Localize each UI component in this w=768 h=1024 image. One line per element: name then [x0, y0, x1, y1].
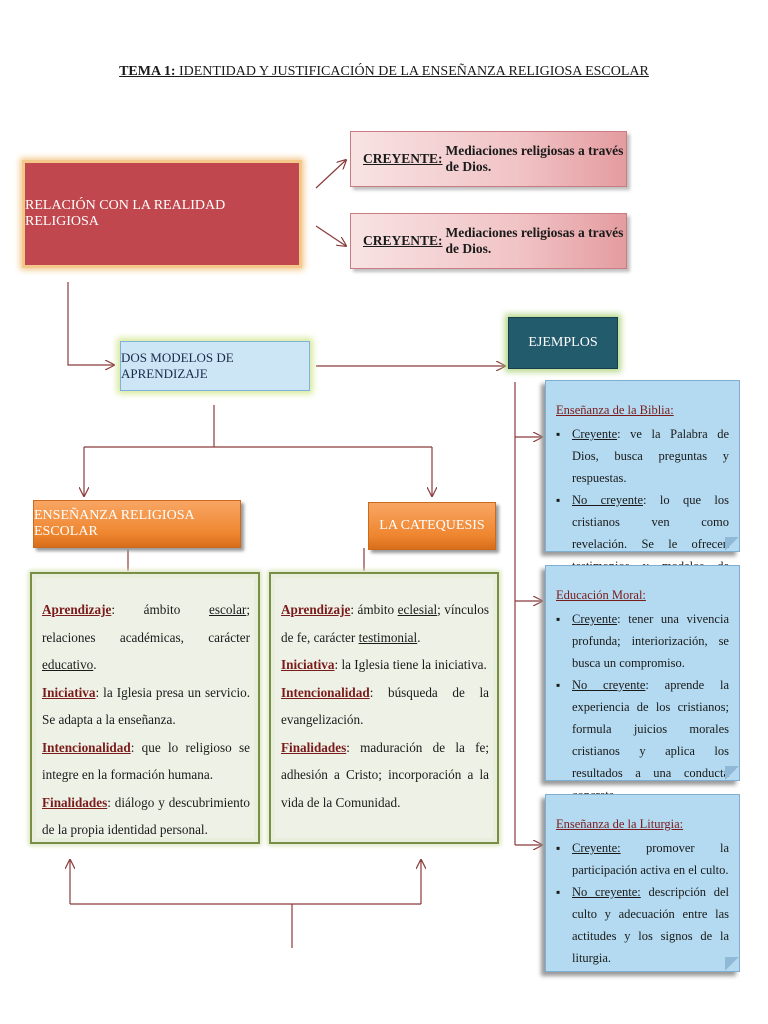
iniciativa-keyword: Iniciativa	[281, 657, 335, 672]
intencionalidad-keyword: Intencionalidad	[281, 684, 370, 700]
entry-text: : que lo religioso se integre en la form…	[42, 739, 250, 783]
example-liturgia-box: Enseñanza de la Liturgia: Creyente: prom…	[545, 794, 740, 972]
page-curl-icon	[725, 766, 739, 780]
creyente-box-2: CREYENTE: Mediaciones religiosas a travé…	[350, 213, 627, 269]
entry-text: escolar	[208, 602, 247, 617]
page-title: TEMA 1: IDENTIDAD Y JUSTIFICACIÓN DE LA …	[0, 64, 768, 80]
example-biblia-box: Enseñanza de la Biblia: Creyente: ve la …	[545, 380, 740, 595]
entry-text: testimonial	[358, 629, 418, 645]
title-text: IDENTIDAD Y JUSTIFICACIÓN DE LA ENSEÑANZ…	[175, 64, 649, 79]
arrow-to-dos-modelos	[67, 282, 114, 365]
iniciativa-entry: Iniciativa: la Iglesia tiene la iniciati…	[281, 651, 489, 679]
relacion-label: RELACIÓN CON LA REALIDAD RELIGIOSA	[25, 198, 226, 229]
item-text: : tener una vivencia profunda; interiori…	[572, 612, 729, 670]
creyente-keyword: CREYENTE:	[363, 151, 443, 166]
list-item: Creyente: promover la participación acti…	[556, 837, 729, 881]
entry-text: : maduración de la fe; adhesión a Cristo…	[281, 739, 489, 810]
list-item: No creyente: descripción del culto y ade…	[556, 881, 730, 969]
item-keyword: Creyente	[572, 427, 618, 441]
relacion-box: RELACIÓN CON LA REALIDAD RELIGIOSA	[22, 160, 302, 268]
finalidades-keyword: Finalidades	[42, 794, 108, 810]
item-keyword: No creyente	[572, 678, 646, 692]
entry-text: : búsqueda de la evangelización.	[281, 684, 489, 728]
creyente-box-1: CREYENTE: Mediaciones religiosas a travé…	[350, 131, 627, 187]
title-label: TEMA 1:	[119, 64, 176, 79]
item-keyword: No creyente	[572, 493, 643, 507]
ejemplos-box: EJEMPLOS	[508, 317, 618, 369]
finalidades-keyword: Finalidades	[281, 739, 347, 755]
iniciativa-entry: Iniciativa: la Iglesia presa un servicio…	[42, 679, 250, 734]
aprendizaje-entry: Aprendizaje: ámbito escolar; relaciones …	[42, 596, 250, 679]
aprendizaje-keyword: Aprendizaje	[42, 602, 112, 617]
item-keyword: No creyente:	[572, 885, 641, 899]
entry-text: educativo	[42, 657, 94, 672]
example-list: Creyente: tener una vivencia profunda; i…	[556, 608, 729, 806]
ere-detail-box: Aprendizaje: ámbito escolar; relaciones …	[30, 572, 260, 844]
entry-text: .	[417, 629, 421, 645]
finalidades-entry: Finalidades: maduración de la fe; adhesi…	[281, 734, 489, 817]
entry-text: .	[93, 657, 97, 672]
example-heading: Enseñanza de la Liturgia:	[556, 817, 684, 831]
entry-text: : la Iglesia presa un servicio. Se adapt…	[42, 684, 250, 728]
aprendizaje-keyword: Aprendizaje	[281, 602, 351, 617]
entry-text: : la Iglesia tiene la iniciativa.	[334, 657, 487, 672]
creyente-keyword: CREYENTE:	[363, 233, 443, 248]
aprendizaje-entry: Aprendizaje: ámbito eclesial; vínculos d…	[281, 596, 489, 651]
ere-box: ENSEÑANZA RELIGIOSA ESCOLAR	[33, 500, 241, 548]
ejemplos-label: EJEMPLOS	[528, 335, 598, 350]
entry-text: : diálogo y descubrimiento de la propia …	[42, 794, 250, 838]
entry-text: eclesial	[397, 602, 438, 617]
example-list: Creyente: ve la Palabra de Dios, busca p…	[556, 423, 729, 599]
example-list: Creyente: promover la participación acti…	[556, 837, 729, 969]
finalidades-entry: Finalidades: diálogo y descubrimiento de…	[42, 789, 250, 844]
example-heading: Enseñanza de la Biblia:	[556, 403, 674, 417]
list-item: Creyente: tener una vivencia profunda; i…	[556, 608, 729, 674]
entry-text: ; vínculos de fe, carácter	[281, 602, 489, 645]
entry-text: ; relaciones académicas, carácter	[42, 602, 250, 645]
catequesis-detail-box: Aprendizaje: ámbito eclesial; vínculos d…	[269, 572, 499, 844]
dos-modelos-box: DOS MODELOS DE APRENDIZAJE	[120, 341, 310, 391]
ere-label: ENSEÑANZA RELIGIOSA ESCOLAR	[34, 508, 194, 539]
item-text: : aprende la experiencia de los cristian…	[572, 678, 729, 802]
item-keyword: Creyente:	[572, 841, 621, 855]
intencionalidad-keyword: Intencionalidad	[42, 739, 131, 755]
iniciativa-keyword: Iniciativa	[42, 684, 96, 700]
entry-text: : ámbito	[350, 602, 398, 617]
creyente-text: Mediaciones religiosas a través de Dios.	[445, 225, 624, 256]
item-text: : ve la Palabra de Dios, busca preguntas…	[572, 427, 729, 485]
item-text: descripción del culto y adecuación entre…	[572, 885, 730, 965]
example-heading: Educación Moral:	[556, 588, 646, 602]
arrow-to-creyente-2	[315, 225, 346, 246]
list-item: Creyente: ve la Palabra de Dios, busca p…	[556, 423, 729, 489]
page-curl-icon	[725, 957, 739, 971]
entry-text: : ámbito	[111, 602, 209, 617]
list-item: No creyente: aprende la experiencia de l…	[556, 674, 729, 806]
catequesis-box: LA CATEQUESIS	[368, 502, 496, 550]
item-keyword: Creyente	[572, 612, 618, 626]
example-moral-box: Educación Moral: Creyente: tener una viv…	[545, 565, 740, 802]
arrow-to-creyente-1	[315, 160, 346, 189]
intencionalidad-entry: Intencionalidad: que lo religioso se int…	[42, 734, 250, 789]
page-curl-icon	[725, 537, 739, 551]
dos-modelos-label: DOS MODELOS DE APRENDIZAJE	[121, 350, 234, 381]
item-text: promover la participación activa en el c…	[572, 841, 729, 877]
catequesis-label: LA CATEQUESIS	[379, 518, 485, 533]
creyente-text: Mediaciones religiosas a través de Dios.	[445, 143, 624, 174]
intencionalidad-entry: Intencionalidad: búsqueda de la evangeli…	[281, 679, 489, 734]
